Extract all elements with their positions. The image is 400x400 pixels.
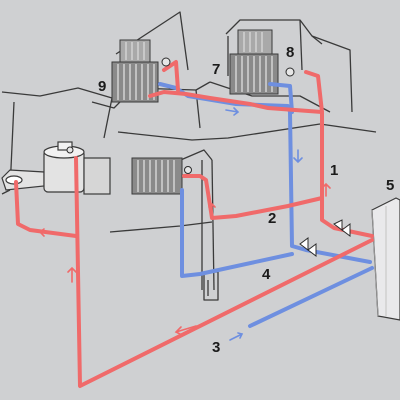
return-pipes [158, 82, 374, 328]
number-labels: 1 2 3 4 5 7 8 9 [98, 44, 394, 356]
radiator-top [229, 29, 279, 95]
label-2: 2 [268, 210, 276, 227]
bathroom-fixtures [1, 141, 111, 195]
valve-cluster [66, 57, 351, 257]
boiler [371, 197, 400, 321]
radiator-middle [131, 157, 183, 195]
label-8: 8 [286, 44, 294, 61]
label-7: 7 [212, 61, 220, 78]
label-5: 5 [386, 177, 394, 194]
radiator-left [111, 39, 159, 103]
label-9: 9 [98, 78, 106, 95]
label-1: 1 [330, 162, 338, 179]
flow-arrows [38, 107, 331, 341]
label-4: 4 [262, 266, 271, 283]
label-3: 3 [212, 339, 220, 356]
